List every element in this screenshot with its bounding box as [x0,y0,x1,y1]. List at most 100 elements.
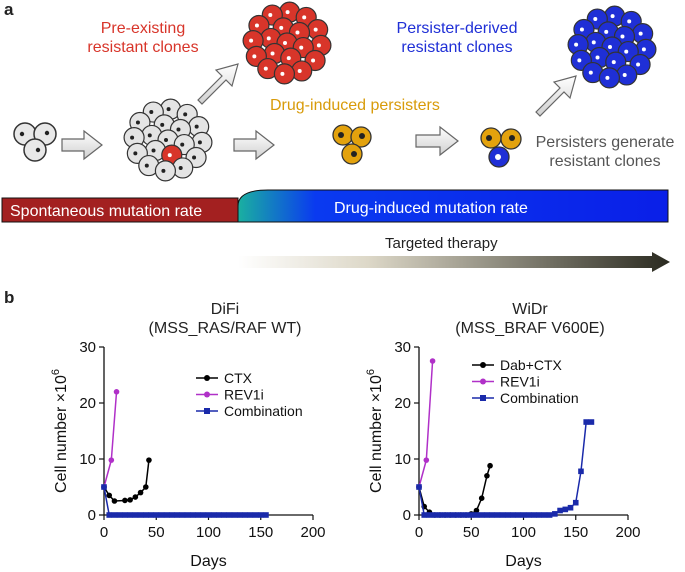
y-tick-label: 10 [79,451,96,468]
data-point [421,512,428,518]
legend-marker [204,375,210,381]
series-line [418,465,491,516]
data-point [101,484,107,490]
data-point [210,512,217,518]
series-combination [101,484,269,518]
data-point [174,512,180,518]
y-tick-label: 10 [394,451,411,468]
legend-marker [204,391,210,398]
y-axis-label: Cell number ×106 [365,369,385,493]
data-point [546,512,553,518]
targeted-therapy-label: Targeted therapy [385,235,498,252]
persister-with-blue-icon [480,127,522,168]
legend-label: Dab+CTX [500,357,563,373]
data-point [572,499,579,506]
series-line [103,391,118,488]
blue-resistant-clone-icon [567,5,657,89]
data-point [116,512,123,518]
series-dab-ctx [416,462,493,518]
data-point [122,497,128,504]
data-point [122,512,128,518]
data-point [163,512,170,518]
data-point [463,512,469,518]
preexisting-label: Pre-existing resistant clones [58,19,228,57]
legend-label: Combination [224,403,303,419]
data-point [127,497,133,503]
data-point [127,512,133,518]
left-chart-title: DiFi (MSS_RAS/RAF WT) [90,300,360,338]
initial-cells-icon [13,122,57,162]
arrow-icon [535,75,577,117]
persister-derived-line2: resistant clones [401,39,513,56]
x-axis-label: Days [505,553,541,570]
arrow-icon [233,129,275,161]
legend-label: CTX [224,370,253,386]
therapy-arrow [238,252,670,272]
data-point [531,512,537,518]
data-point [153,512,160,518]
data-point [226,512,233,518]
data-point [447,512,454,518]
data-point [242,512,248,518]
data-point [263,512,269,518]
red-resistant-clone-icon [242,1,332,85]
data-point [146,457,152,463]
data-point [252,512,259,518]
data-point [557,507,563,514]
y-tick-label: 20 [394,395,411,412]
data-point [484,512,490,518]
right-title-line2: (MSS_BRAF V600E) [455,320,605,337]
drug-induced-bar [237,189,669,223]
data-point [231,512,238,518]
x-tick-label: 200 [615,524,640,541]
x-tick-label: 50 [463,524,480,541]
y-tick-label: 0 [88,507,96,524]
panel-b-letter: b [4,288,15,307]
data-point [473,507,480,514]
data-point [429,358,436,364]
data-point [525,512,532,518]
left-title-line2: (MSS_RAS/RAF WT) [148,320,302,337]
persisters-generate-line1: Persisters generate [535,134,675,151]
data-point [148,512,154,518]
arrow-icon [415,125,459,157]
data-point [257,512,264,518]
data-point [132,494,139,500]
data-point [510,512,516,518]
legend-marker [480,395,486,401]
legend-label: REV1i [500,374,540,390]
series-ctx [101,457,152,504]
right-title-line1: WiDr [512,301,548,318]
data-point [237,512,243,518]
preexisting-line2: resistant clones [87,39,199,56]
data-point [221,512,227,518]
data-point [132,512,139,518]
data-point [442,512,448,518]
data-point [137,489,144,496]
data-point [216,512,222,518]
panel-a-diagram: Spontaneous mutation rate Drug-induced m… [1,1,670,272]
data-point [578,468,584,475]
y-tick-label: 20 [79,395,96,412]
data-point [200,512,207,518]
data-point [567,504,574,511]
y-tick-label: 30 [79,339,96,356]
x-axis-label: Days [190,553,226,570]
data-point [494,512,501,518]
x-tick-label: 200 [300,524,325,541]
arrow-icon [197,63,239,105]
x-tick-label: 100 [196,524,221,541]
y-tick-label: 30 [394,339,411,356]
series-combination [416,419,595,518]
data-point [111,512,118,518]
data-point [190,512,196,518]
data-point [431,512,438,518]
data-point [143,484,149,490]
data-point [505,512,511,518]
data-point [205,512,212,518]
data-point [247,512,254,518]
data-point [583,419,589,425]
data-point [106,492,113,499]
